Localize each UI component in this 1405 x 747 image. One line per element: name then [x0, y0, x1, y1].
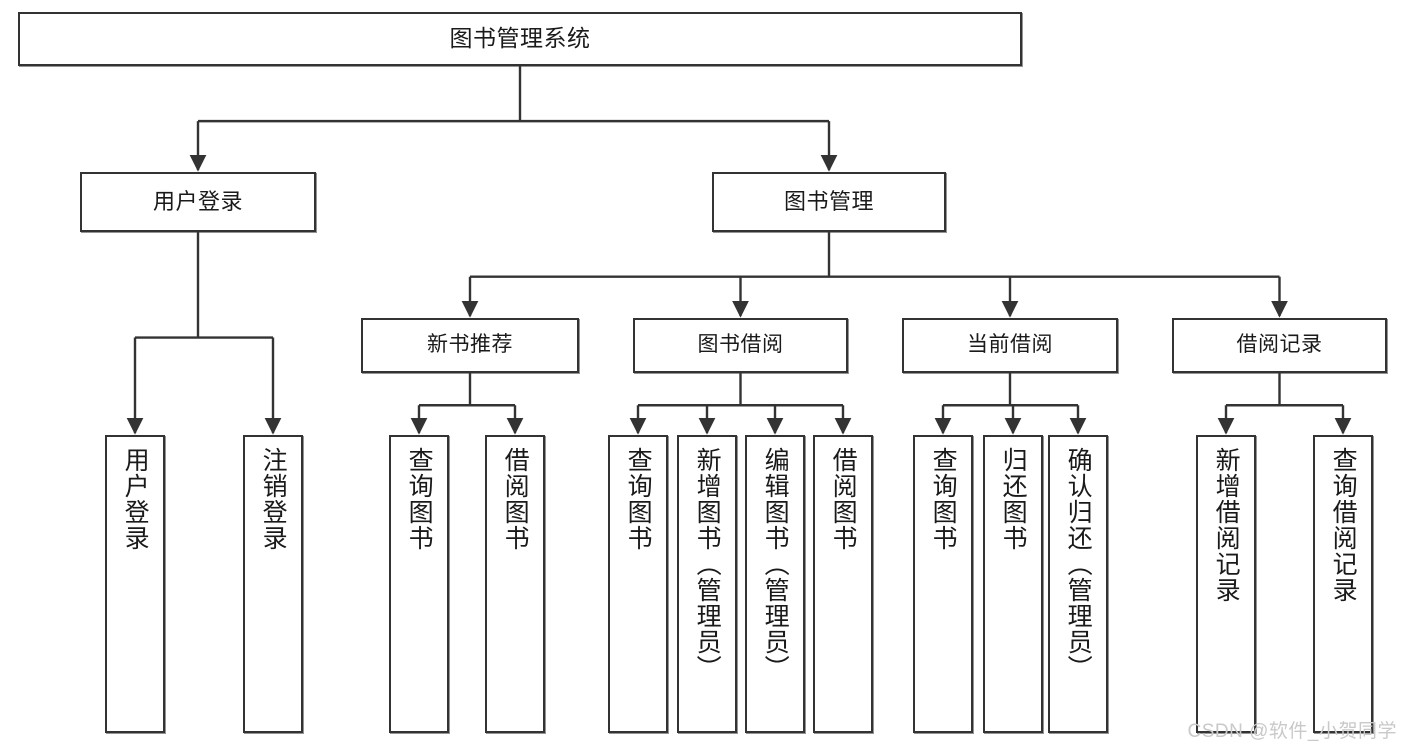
node-label-leaf-borrow-book-1: 借阅图书 — [501, 447, 530, 551]
node-leaf-add-record[interactable]: 新增借阅记录 — [1196, 435, 1256, 733]
node-leaf-confirm-return[interactable]: 确认归还（管理员） — [1048, 435, 1108, 733]
node-label-user-login: 用户登录 — [152, 189, 243, 215]
node-label-book-manage: 图书管理 — [783, 189, 874, 215]
node-label-root: 图书管理系统 — [449, 25, 591, 52]
node-book-borrow[interactable]: 图书借阅 — [633, 318, 848, 373]
node-label-leaf-logout: 注销登录 — [259, 447, 288, 551]
node-leaf-return-book[interactable]: 归还图书 — [983, 435, 1043, 733]
node-label-new-book-rec: 新书推荐 — [427, 333, 513, 357]
node-book-manage[interactable]: 图书管理 — [712, 172, 946, 232]
node-label-leaf-edit-book: 编辑图书（管理员） — [761, 447, 790, 681]
node-label-leaf-query-book-1: 查询图书 — [405, 447, 434, 551]
node-label-leaf-add-book: 新增图书（管理员） — [693, 447, 722, 681]
node-leaf-borrow-book-1[interactable]: 借阅图书 — [485, 435, 545, 733]
node-leaf-query-book-3[interactable]: 查询图书 — [913, 435, 973, 733]
node-leaf-query-book-1[interactable]: 查询图书 — [389, 435, 449, 733]
node-root[interactable]: 图书管理系统 — [18, 12, 1022, 66]
node-borrow-record[interactable]: 借阅记录 — [1172, 318, 1387, 373]
node-label-leaf-return-book: 归还图书 — [999, 447, 1028, 551]
node-leaf-add-book[interactable]: 新增图书（管理员） — [677, 435, 737, 733]
node-label-borrow-record: 借阅记录 — [1236, 333, 1323, 357]
node-label-leaf-borrow-book-2: 借阅图书 — [829, 447, 858, 551]
node-label-leaf-confirm-return: 确认归还（管理员） — [1064, 447, 1093, 681]
node-leaf-edit-book[interactable]: 编辑图书（管理员） — [745, 435, 805, 733]
node-leaf-borrow-book-2[interactable]: 借阅图书 — [813, 435, 873, 733]
node-label-leaf-query-book-3: 查询图书 — [929, 447, 958, 551]
node-label-book-borrow: 图书借阅 — [697, 333, 784, 357]
node-leaf-user-login[interactable]: 用户登录 — [105, 435, 165, 733]
node-label-leaf-add-record: 新增借阅记录 — [1212, 447, 1241, 603]
node-label-current-borrow: 当前借阅 — [967, 333, 1053, 357]
node-leaf-query-book-2[interactable]: 查询图书 — [608, 435, 668, 733]
node-new-book-rec[interactable]: 新书推荐 — [361, 318, 579, 373]
node-label-leaf-query-record: 查询借阅记录 — [1329, 447, 1358, 603]
node-label-leaf-user-login: 用户登录 — [121, 447, 150, 551]
node-current-borrow[interactable]: 当前借阅 — [902, 318, 1118, 373]
csdn-watermark: CSDN @软件_小贺同学 — [1187, 721, 1397, 742]
node-leaf-query-record[interactable]: 查询借阅记录 — [1313, 435, 1373, 733]
node-leaf-logout[interactable]: 注销登录 — [243, 435, 303, 733]
node-user-login[interactable]: 用户登录 — [80, 172, 316, 232]
node-label-leaf-query-book-2: 查询图书 — [624, 447, 653, 551]
